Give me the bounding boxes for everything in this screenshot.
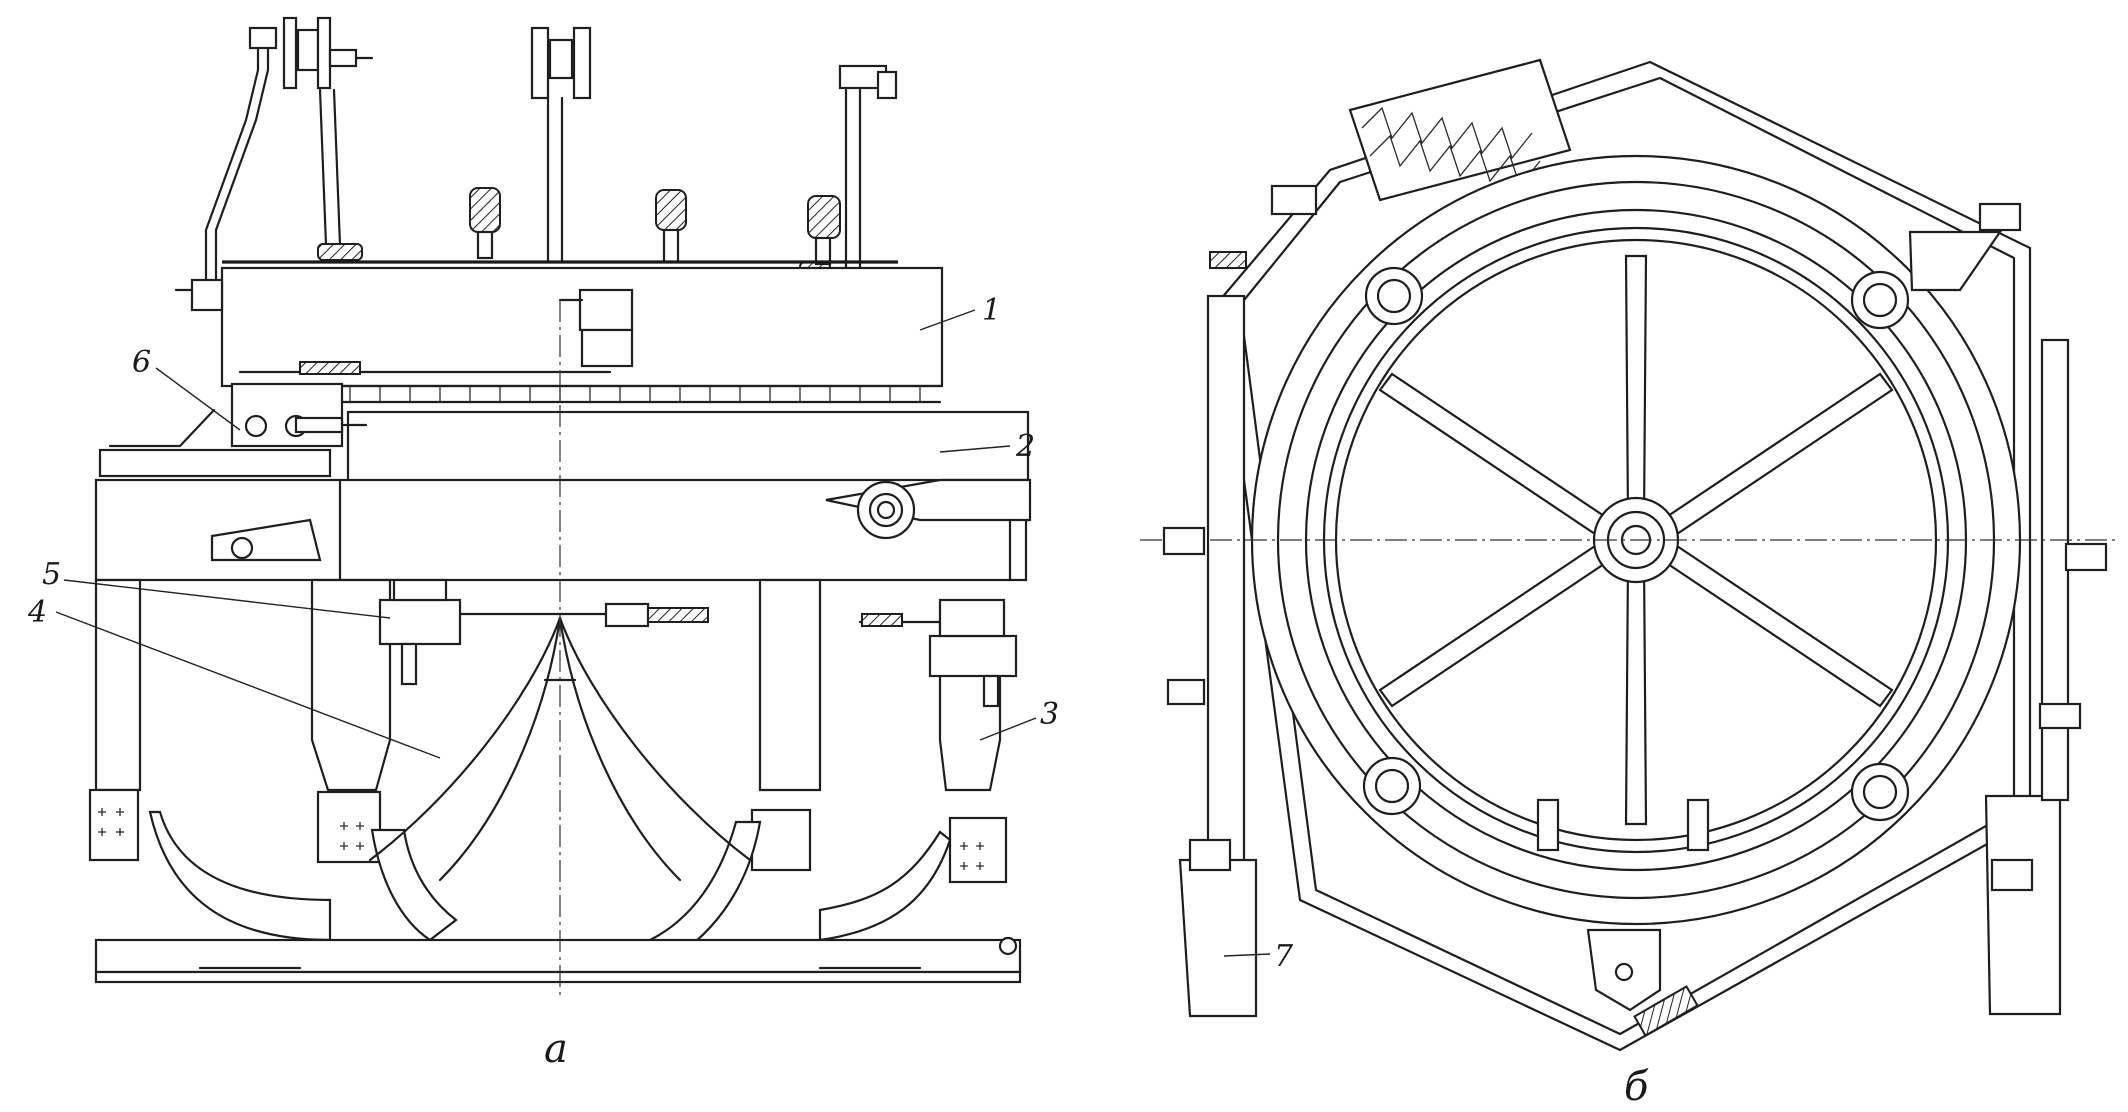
middle-beam-2	[98, 382, 1030, 484]
side-fittings	[1162, 184, 2108, 1037]
caption-view-a: а	[544, 1026, 568, 1072]
base-plate	[94, 936, 1022, 984]
mechanism-5	[378, 578, 709, 686]
mechanism-3	[858, 598, 1018, 708]
callout-2: 2	[1015, 429, 1035, 464]
main-crossbeam	[94, 478, 1032, 582]
callout-6: 6	[132, 345, 151, 380]
view-a-machine	[88, 16, 1032, 1000]
spokes	[1378, 254, 1894, 826]
adjusting-knobs	[469, 187, 841, 266]
curved-shoes	[148, 810, 952, 962]
mesh-panel	[1348, 58, 1572, 202]
callout-3: 3	[1040, 697, 1059, 732]
upper-guide-rods	[204, 16, 898, 302]
callout-5: 5	[42, 557, 61, 592]
callout-labels: 1 2 3 4 5 6 7	[27, 293, 1294, 974]
support-legs	[88, 578, 1008, 884]
callout-7: 7	[1274, 939, 1294, 974]
upper-frame-1	[174, 260, 944, 404]
view-captions: а б	[544, 1026, 1649, 1110]
ring-bosses	[1362, 266, 1910, 822]
view-b-machine	[1140, 58, 2120, 1052]
funnel-4	[368, 616, 752, 882]
caption-view-b: б	[1624, 1064, 1649, 1110]
callout-1: 1	[982, 293, 1001, 328]
callout-4: 4	[27, 595, 47, 630]
callout-leaders	[55, 309, 1271, 957]
